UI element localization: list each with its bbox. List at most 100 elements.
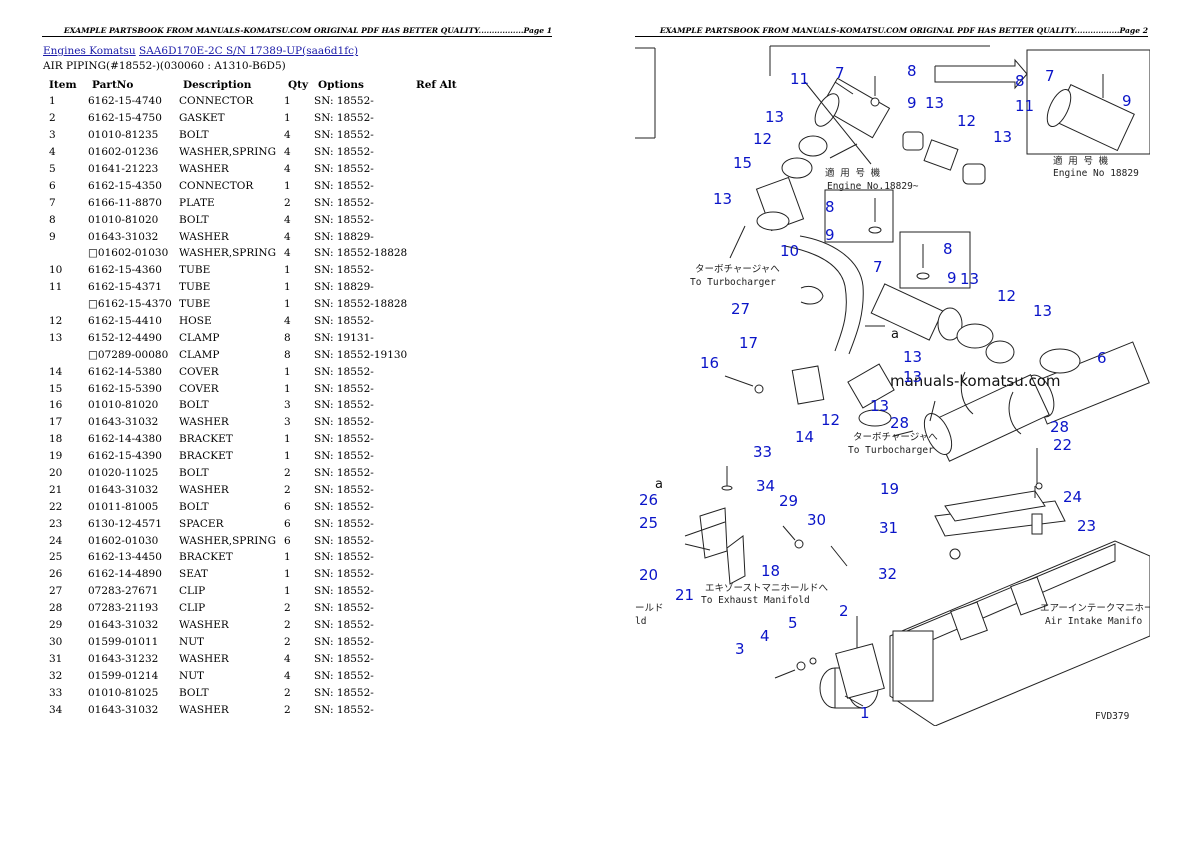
cell-item: 6 bbox=[49, 179, 56, 192]
cell-options: SN: 18552- bbox=[314, 635, 374, 648]
col-qty: Qty bbox=[288, 79, 309, 91]
cell-description: BOLT bbox=[179, 500, 209, 513]
cell-options: SN: 18552- bbox=[314, 602, 374, 615]
cell-options: SN: 18552- bbox=[314, 179, 374, 192]
cell-ref-alt bbox=[412, 583, 470, 600]
cell-options: SN: 19131- bbox=[314, 331, 374, 344]
cell-ref-alt bbox=[412, 634, 470, 651]
cell-qty: 2 bbox=[284, 635, 291, 648]
parts-list-page: EXAMPLE PARTSBOOK FROM MANUALS-KOMATSU.C… bbox=[42, 26, 552, 718]
cell-partno: 6162-15-4371 bbox=[88, 281, 162, 294]
cell-description: GASKET bbox=[179, 112, 225, 125]
callout-8: 8 bbox=[907, 62, 917, 80]
cell-qty: 2 bbox=[284, 467, 291, 480]
callout-13: 13 bbox=[765, 108, 784, 126]
callout-33: 33 bbox=[753, 443, 772, 461]
cell-options: SN: 18829- bbox=[314, 281, 374, 294]
cell-item: 30 bbox=[49, 635, 63, 648]
cell-item bbox=[43, 296, 88, 313]
cell-qty: 6 bbox=[284, 500, 291, 513]
callout-21: 21 bbox=[675, 586, 694, 604]
cell-item: 15 bbox=[49, 382, 63, 395]
cell-item: 1 bbox=[49, 95, 56, 108]
callout-20: 20 bbox=[639, 566, 658, 584]
cell-partno: 01643-31032 bbox=[88, 483, 159, 496]
breadcrumb-link-engines[interactable]: Engines Komatsu bbox=[43, 45, 136, 57]
cell-qty: 1 bbox=[284, 551, 291, 564]
callout-9: 9 bbox=[907, 94, 917, 112]
cell-partno: 01599-01214 bbox=[88, 669, 159, 682]
cell-item: 26 bbox=[49, 568, 63, 581]
cell-ref-alt bbox=[412, 701, 470, 718]
cell-options: SN: 18552-18828 bbox=[314, 298, 408, 311]
parts-table: Item PartNo Description Qty Options Ref … bbox=[43, 77, 470, 718]
callout-3: 3 bbox=[735, 640, 745, 658]
cell-description: TUBE bbox=[179, 298, 211, 311]
cell-options: SN: 18552- bbox=[314, 585, 374, 598]
callout-15: 15 bbox=[733, 154, 752, 172]
callout-8: 8 bbox=[1015, 72, 1025, 90]
cell-ref-alt bbox=[412, 93, 470, 110]
callout-29: 29 bbox=[779, 492, 798, 510]
cell-item: 14 bbox=[49, 365, 63, 378]
page-header: EXAMPLE PARTSBOOK FROM MANUALS-KOMATSU.C… bbox=[42, 26, 552, 37]
cell-ref-alt bbox=[412, 465, 470, 482]
callout-25: 25 bbox=[639, 514, 658, 532]
cell-ref-alt bbox=[412, 346, 470, 363]
cell-description: BRACKET bbox=[179, 433, 233, 446]
callout-a: a bbox=[655, 477, 663, 492]
callout-12: 12 bbox=[821, 411, 840, 429]
cell-item: 34 bbox=[49, 703, 63, 716]
cell-options: SN: 18552- bbox=[314, 483, 374, 496]
cell-options: SN: 18552- bbox=[314, 416, 374, 429]
cell-options: SN: 18552- bbox=[314, 433, 374, 446]
cell-qty: 6 bbox=[284, 534, 291, 547]
cell-ref-alt bbox=[412, 600, 470, 617]
cell-qty: 1 bbox=[284, 264, 291, 277]
cell-item: 24 bbox=[49, 534, 63, 547]
callout-30: 30 bbox=[807, 511, 826, 529]
cell-description: BOLT bbox=[179, 213, 209, 226]
callout-8: 8 bbox=[825, 198, 835, 216]
cell-item: 32 bbox=[49, 669, 63, 682]
breadcrumb: Engines Komatsu SAA6D170E-2C S/N 17389-U… bbox=[43, 45, 358, 57]
cell-description: CLAMP bbox=[179, 348, 220, 361]
callout-4: 4 bbox=[760, 627, 770, 645]
cell-description: CLIP bbox=[179, 585, 206, 598]
cell-item: 11 bbox=[49, 281, 63, 294]
callout-23: 23 bbox=[1077, 517, 1096, 535]
cell-partno: 6162-15-4360 bbox=[88, 264, 162, 277]
cell-ref-alt bbox=[412, 363, 470, 380]
cell-description: BRACKET bbox=[179, 551, 233, 564]
callout-31: 31 bbox=[879, 519, 898, 537]
turbo-note-jp-2: ターボチャージャへ bbox=[853, 432, 938, 443]
cell-item: 13 bbox=[49, 331, 63, 344]
callout-13: 13 bbox=[713, 190, 732, 208]
breadcrumb-link-model[interactable]: SAA6D170E-2C S/N 17389-UP(saa6d1fc) bbox=[139, 45, 359, 57]
cell-qty: 1 bbox=[284, 568, 291, 581]
cell-partno: 01010-81020 bbox=[88, 213, 159, 226]
cell-qty: 2 bbox=[284, 602, 291, 615]
cell-qty: 1 bbox=[284, 179, 291, 192]
cell-ref-alt bbox=[412, 498, 470, 515]
cell-description: CONNECTOR bbox=[179, 95, 254, 108]
cell-ref-alt bbox=[412, 245, 470, 262]
callout-26: 26 bbox=[639, 491, 658, 509]
cell-qty: 1 bbox=[284, 112, 291, 125]
